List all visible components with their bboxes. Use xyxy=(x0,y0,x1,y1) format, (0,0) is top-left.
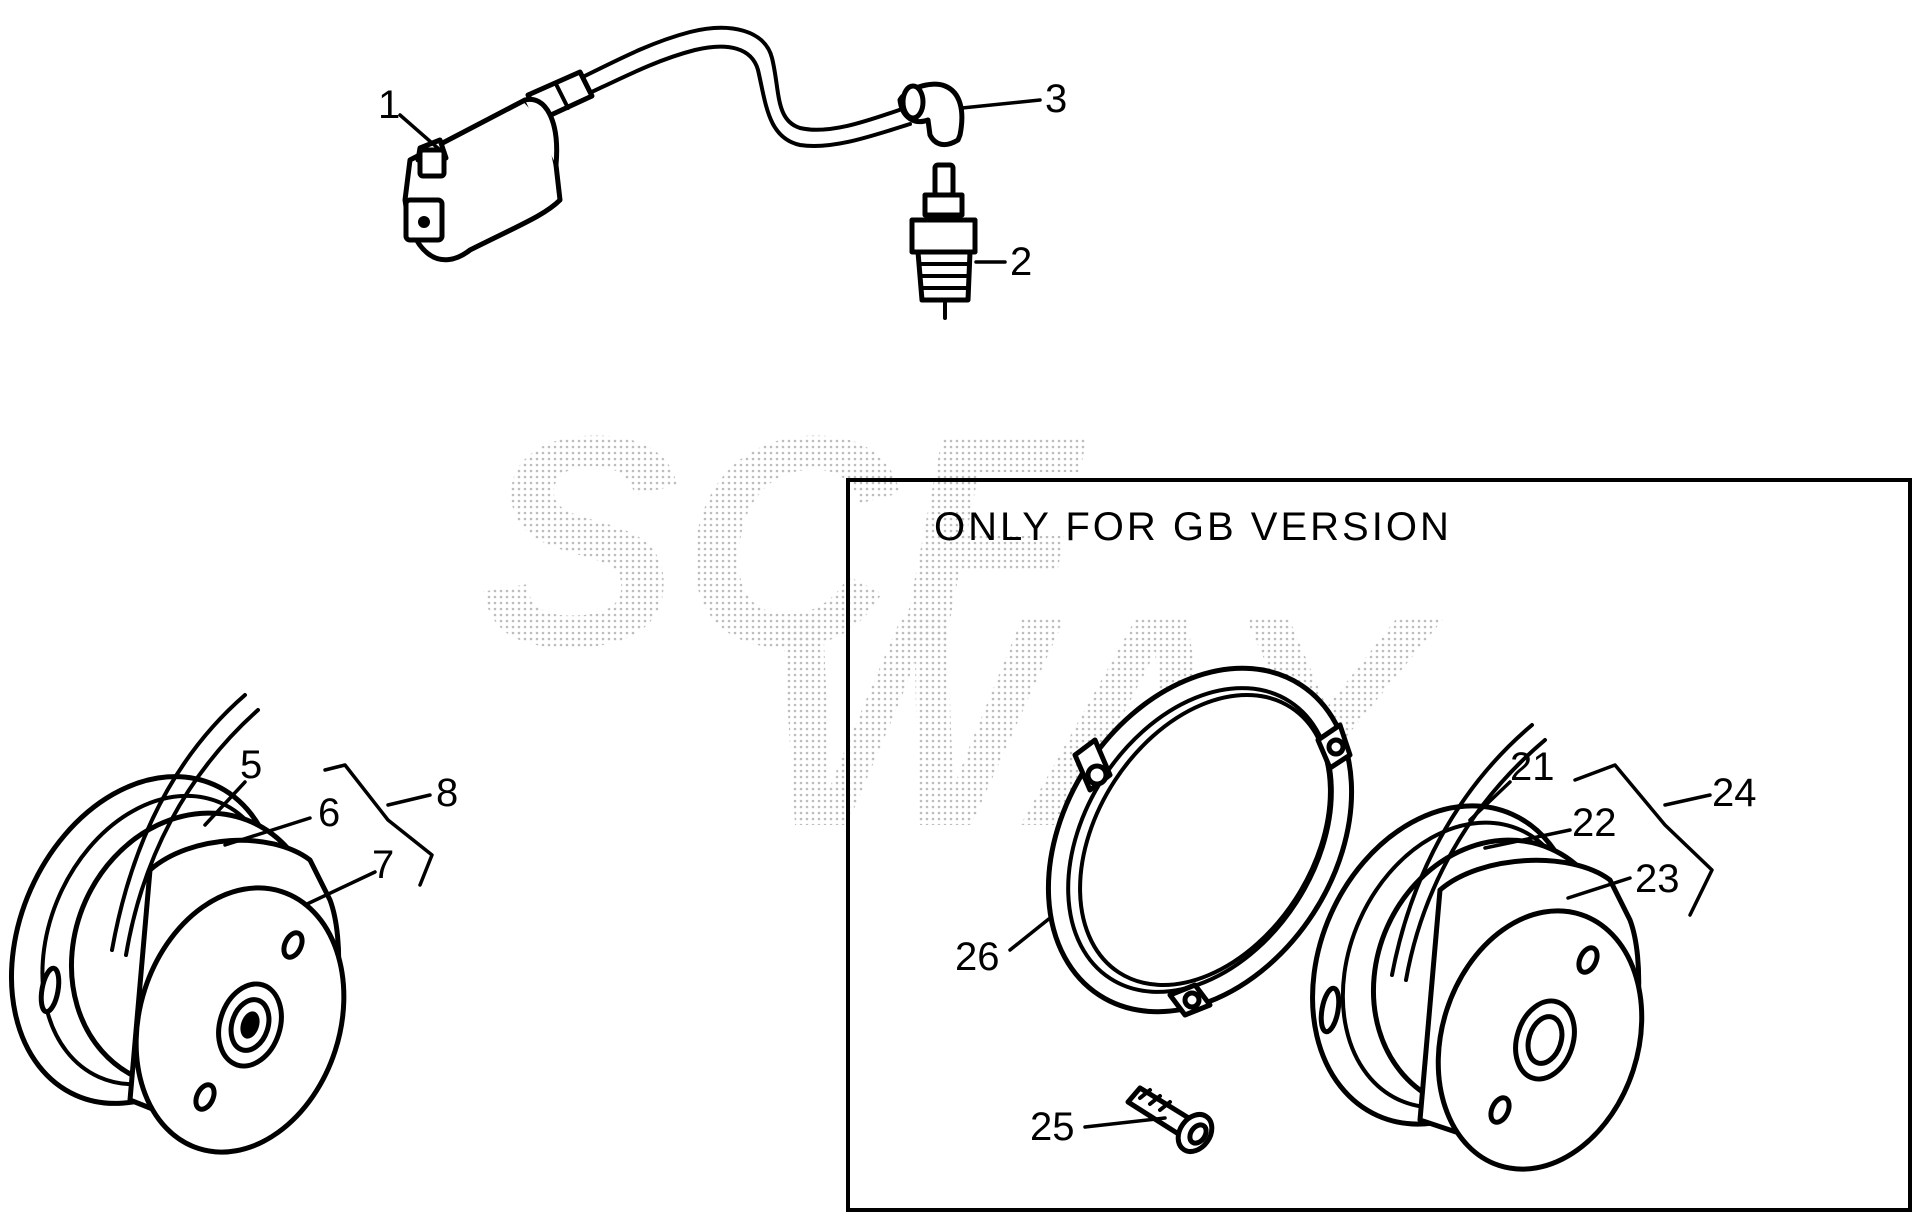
callout-6: 6 xyxy=(318,791,340,835)
mounting-ring xyxy=(1045,665,1355,1018)
callout-7: 7 xyxy=(372,843,394,887)
magneto-assembly-left xyxy=(9,693,347,1155)
callout-3: 3 xyxy=(1045,77,1067,121)
callout-24: 24 xyxy=(1712,771,1757,815)
callout-8: 8 xyxy=(436,771,458,815)
callout-2: 2 xyxy=(1010,240,1032,284)
callout-25: 25 xyxy=(1030,1105,1075,1149)
ignition-coil xyxy=(402,25,912,263)
magneto-assembly-right xyxy=(1310,723,1645,1172)
watermark-line-1: SCF xyxy=(480,373,1089,709)
callout-1: 1 xyxy=(378,83,400,127)
callout-21: 21 xyxy=(1510,745,1555,789)
leader-lines xyxy=(203,98,1714,1129)
callout-labels: 1 2 3 5 6 7 8 21 22 23 24 25 26 xyxy=(240,77,1757,1149)
gb-version-title: ONLY FOR GB VERSION xyxy=(934,505,1452,549)
spark-plug-cap xyxy=(897,81,965,148)
callout-23: 23 xyxy=(1635,857,1680,901)
callout-22: 22 xyxy=(1572,801,1617,845)
spark-plug xyxy=(909,162,978,320)
gb-version-box xyxy=(846,478,1912,1212)
callout-26: 26 xyxy=(955,935,1000,979)
callout-5: 5 xyxy=(240,743,262,787)
bolt xyxy=(1125,1085,1215,1155)
